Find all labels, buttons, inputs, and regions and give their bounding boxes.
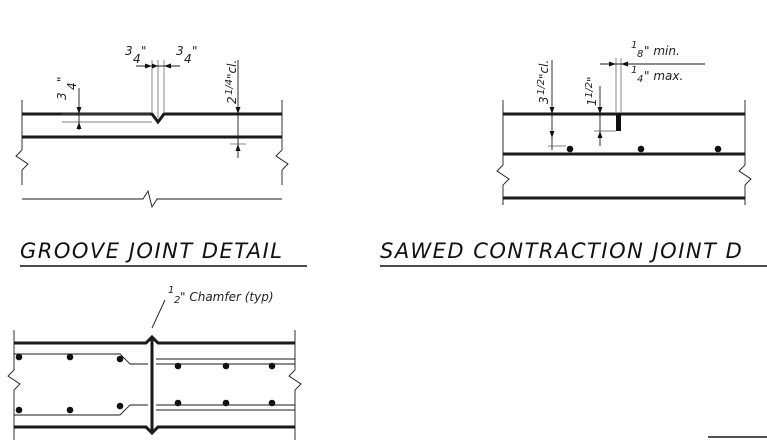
chamfer-slab-bottom <box>14 425 295 436</box>
groove-top-arrow-left <box>145 63 152 69</box>
groove-top-left-whole: 3 <box>125 44 133 58</box>
groove-top-arrow-mid <box>152 63 158 69</box>
sawed-width-arrow-right <box>621 61 628 67</box>
groove-top-left-frac: 4 <box>133 52 141 66</box>
sawed-cl-frac: 1/2 <box>536 79 547 95</box>
sawed-min-num: 1 <box>631 40 637 51</box>
chamfer-rebar-dot <box>116 355 124 363</box>
chamfer-left-break <box>7 330 21 440</box>
chamfer-joint-detail: 1 2 " Chamfer (typ) <box>7 285 302 440</box>
groove-left-dim-frac: 4 <box>65 82 79 90</box>
groove-right-dim-suffix: "cl. <box>225 60 239 79</box>
sawed-saw-cut <box>616 114 621 131</box>
chamfer-rebar-dot <box>222 362 230 370</box>
sawed-title: SAWED CONTRACTION JOINT D <box>380 239 743 263</box>
sawed-left-break <box>496 100 510 205</box>
groove-joint-detail: 3 4 " 3 4 " 3 4 " 2 1/4 "cl. GROOVE JOIN… <box>15 44 307 267</box>
chamfer-rebar-dot <box>174 399 182 407</box>
chamfer-rebar-dot <box>15 353 23 361</box>
groove-top-right-whole: 3 <box>176 44 184 58</box>
sawed-depth-arrow-top <box>597 107 603 114</box>
sawed-cl-suffix: "cl. <box>537 60 551 79</box>
groove-top-left-mark: " <box>141 44 147 58</box>
chamfer-leader <box>151 299 166 329</box>
groove-left-arrow-bottom <box>76 122 82 129</box>
chamfer-rebar-dot <box>15 406 23 414</box>
chamfer-right-break <box>288 330 302 440</box>
groove-right-dim-frac: 1/4 <box>224 79 235 95</box>
groove-right-break <box>275 100 289 185</box>
groove-top-right-frac: 4 <box>184 52 192 66</box>
groove-top-right-mark: " <box>192 44 198 58</box>
chamfer-text: " Chamfer (typ) <box>180 290 274 304</box>
sawed-min-den: 8 <box>637 49 643 60</box>
sawed-depth-arrow-bottom <box>597 131 603 138</box>
groove-top-arrow-right <box>164 63 171 69</box>
sawed-max-num: 1 <box>631 65 637 76</box>
chamfer-rebar-dot <box>268 399 276 407</box>
sawed-rebar-dot <box>714 145 722 153</box>
sawed-depth-whole: 1 <box>585 98 599 106</box>
groove-left-dim-whole: 3 <box>55 92 69 100</box>
chamfer-left-bar-top <box>14 353 148 365</box>
sawed-cl-arrow-top <box>549 107 555 114</box>
groove-left-dim-mark: " <box>55 76 69 82</box>
groove-right-arrow-bottom <box>235 144 241 151</box>
groove-left-arrow-top <box>76 107 82 114</box>
chamfer-rebar-dot <box>66 353 74 361</box>
sawed-depth-suffix: " <box>585 76 599 82</box>
sawed-max-den: 4 <box>637 74 643 85</box>
chamfer-left-bar-bottom <box>14 404 148 416</box>
sawed-max-text: " max. <box>644 69 683 83</box>
sawed-rebar-dot <box>637 145 645 153</box>
chamfer-den: 2 <box>174 295 180 306</box>
sawed-cl-whole: 3 <box>537 96 551 104</box>
groove-right-dim-whole: 2 <box>225 96 239 104</box>
sawed-depth-frac: 1/2 <box>584 82 595 98</box>
chamfer-rebar-dot <box>268 362 276 370</box>
sawed-right-break <box>738 100 752 205</box>
chamfer-rebar-dot <box>116 402 124 410</box>
groove-slab-top-line <box>22 112 282 125</box>
chamfer-rebar-dot <box>174 362 182 370</box>
groove-left-break <box>15 100 29 185</box>
sawed-rebar-dot <box>566 145 574 153</box>
chamfer-num: 1 <box>168 285 174 296</box>
chamfer-rebar-dot <box>66 406 74 414</box>
groove-bottom-dimension <box>22 189 282 209</box>
sawed-joint-detail: 3 1/2 "cl. 1 1/2 " 1 8 " min. 1 4 " max.… <box>380 40 767 267</box>
sawed-width-arrow-left <box>609 61 616 67</box>
groove-right-arrow-top <box>235 107 241 114</box>
chamfer-slab-top <box>14 334 295 345</box>
sawed-cl-arrow-bottom <box>549 131 555 138</box>
sawed-min-text: " min. <box>644 44 680 58</box>
groove-title: GROOVE JOINT DETAIL <box>20 239 283 263</box>
chamfer-rebar-dot <box>222 399 230 407</box>
